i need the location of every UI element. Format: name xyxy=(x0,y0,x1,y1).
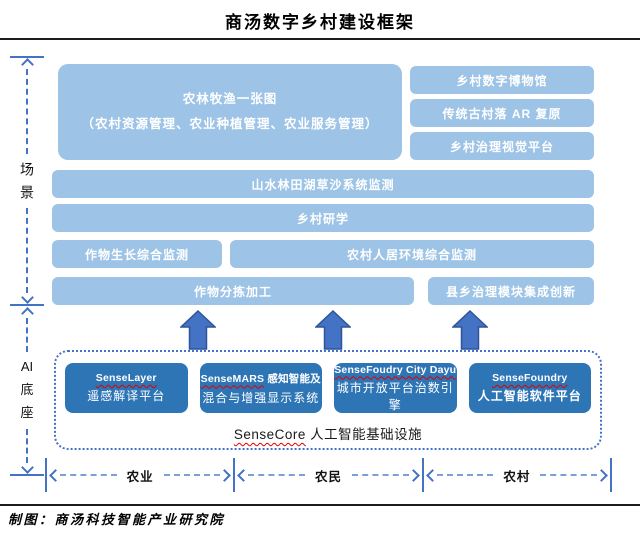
dashed-line xyxy=(26,208,28,293)
box-title: 农林牧渔一张图 xyxy=(182,92,278,106)
page-title: 商汤数字乡村建设框架 xyxy=(225,13,415,32)
bottom-divider xyxy=(0,504,640,506)
brand-text: SenseLayer xyxy=(95,372,157,384)
platform-name: SenseLayer xyxy=(96,372,157,384)
brand-text: SenseCore xyxy=(233,427,306,442)
box-living-environment-monitoring: 农村人居环境综合监测 xyxy=(230,240,594,268)
axis-label: 农业 xyxy=(126,469,154,484)
axis-tick xyxy=(233,458,236,492)
box-senselayer: SenseLayer 遥感解译平台 xyxy=(65,363,188,413)
arrow-right-icon xyxy=(218,468,232,482)
dashed-line xyxy=(26,428,28,463)
ai-platform-row: SenseLayer 遥感解译平台 SenseMARS 感知智能及 混合与增强显… xyxy=(56,352,600,413)
box-sensefoundry-city-dayu: SenseFoudry City Dayu 城市开放平台治数引擎 xyxy=(334,363,457,413)
platform-name: SenseMARS 感知智能及 xyxy=(201,371,321,386)
scene-section-label: 场景 xyxy=(19,162,35,208)
arrow-up-icon xyxy=(20,58,34,71)
box-ecosystem-monitoring: 山水林田湖草沙系统监测 xyxy=(52,170,594,198)
arrow-left-icon xyxy=(425,468,439,482)
dashed-line xyxy=(248,474,305,476)
ai-base-label-line: 座 xyxy=(20,404,34,420)
axis-label: 农民 xyxy=(314,469,342,484)
box-village-governance-vision: 乡村治理视觉平台 xyxy=(410,132,594,160)
source-caption: 制图：商汤科技智能产业研究院 xyxy=(8,512,226,527)
ai-base-range-arrow: AI 底 座 xyxy=(10,307,44,474)
scene-bracket-top-cap xyxy=(10,56,44,58)
platform-description: 人工智能软件平台 xyxy=(477,389,582,403)
axis-segment-farmers: 农民 xyxy=(235,466,421,485)
box-crop-sorting-processing: 作物分拣加工 xyxy=(52,277,414,305)
dashed-line xyxy=(60,474,117,476)
axis-segment-agriculture: 农业 xyxy=(47,466,233,485)
box-crop-growth-monitoring: 作物生长综合监测 xyxy=(52,240,222,268)
arrow-right-icon xyxy=(595,468,608,482)
up-block-arrow-icon xyxy=(180,310,216,350)
axis-tick xyxy=(45,458,47,492)
ai-base-label-line: 底 xyxy=(20,382,34,398)
arrow-left-icon xyxy=(49,468,62,482)
box-village-digital-museum: 乡村数字博物馆 xyxy=(410,66,594,94)
box-sensefoundry: SenseFoundry 人工智能软件平台 xyxy=(468,363,591,413)
dashed-line xyxy=(163,474,221,476)
arrow-down-icon xyxy=(20,291,34,304)
ai-base-label-line: AI xyxy=(20,359,34,375)
ai-base-section-label: AI 底 座 xyxy=(20,356,33,424)
box-village-study-tour: 乡村研学 xyxy=(52,204,594,232)
ai-bracket-bottom-cap xyxy=(10,474,44,476)
top-divider xyxy=(0,38,640,40)
arrow-left-icon xyxy=(237,468,251,482)
box-subtitle: （农村资源管理、农业种植管理、农业服务管理） xyxy=(81,117,379,131)
dashed-line xyxy=(26,318,28,353)
axis-tick xyxy=(421,458,424,492)
brand-text: SenseMARS xyxy=(200,372,265,385)
platform-name: SenseFoudry City Dayu xyxy=(334,364,456,376)
dashed-line xyxy=(352,474,409,476)
axis-label: 农村 xyxy=(503,469,531,484)
up-block-arrow-icon xyxy=(315,310,351,350)
scene-range-arrow: 场景 xyxy=(10,58,44,304)
up-block-arrow-icon xyxy=(452,310,488,350)
dashed-line xyxy=(540,474,597,476)
scene-bracket-bottom-cap xyxy=(10,304,44,306)
platform-description: 遥感解译平台 xyxy=(87,389,166,403)
arrow-down-icon xyxy=(20,461,34,474)
platform-description: 混合与增强显示系统 xyxy=(202,390,320,405)
brand-suffix: 感知智能及 xyxy=(264,372,321,385)
brand-text: SenseFoudry City Dayu xyxy=(334,363,457,376)
box-sensemars: SenseMARS 感知智能及 混合与增强显示系统 xyxy=(199,363,322,413)
dashed-line xyxy=(26,69,28,154)
arrow-right-icon xyxy=(406,468,420,482)
axis-segment-villages: 农村 xyxy=(424,466,610,485)
axis-tick xyxy=(609,458,612,492)
box-county-governance-innovation: 县乡治理模块集成创新 xyxy=(428,277,594,305)
platform-name: SenseFoundry xyxy=(492,372,567,384)
arrow-up-icon xyxy=(20,307,34,320)
foundation-text: 人工智能基础设施 xyxy=(305,427,423,442)
dashed-line xyxy=(436,474,494,476)
ai-base-container: SenseLayer 遥感解译平台 SenseMARS 感知智能及 混合与增强显… xyxy=(54,350,602,450)
box-ancient-village-ar: 传统古村落 AR 复原 xyxy=(410,99,594,127)
brand-text: SenseFoundry xyxy=(492,372,568,384)
platform-description: 城市开放平台治数引擎 xyxy=(336,380,454,412)
box-agriculture-one-map: 农林牧渔一张图 （农村资源管理、农业种植管理、农业服务管理） xyxy=(58,64,402,160)
bottom-axis: 农业 农民 农村 xyxy=(45,458,612,492)
sensecore-foundation-label: SenseCore 人工智能基础设施 xyxy=(56,423,600,443)
